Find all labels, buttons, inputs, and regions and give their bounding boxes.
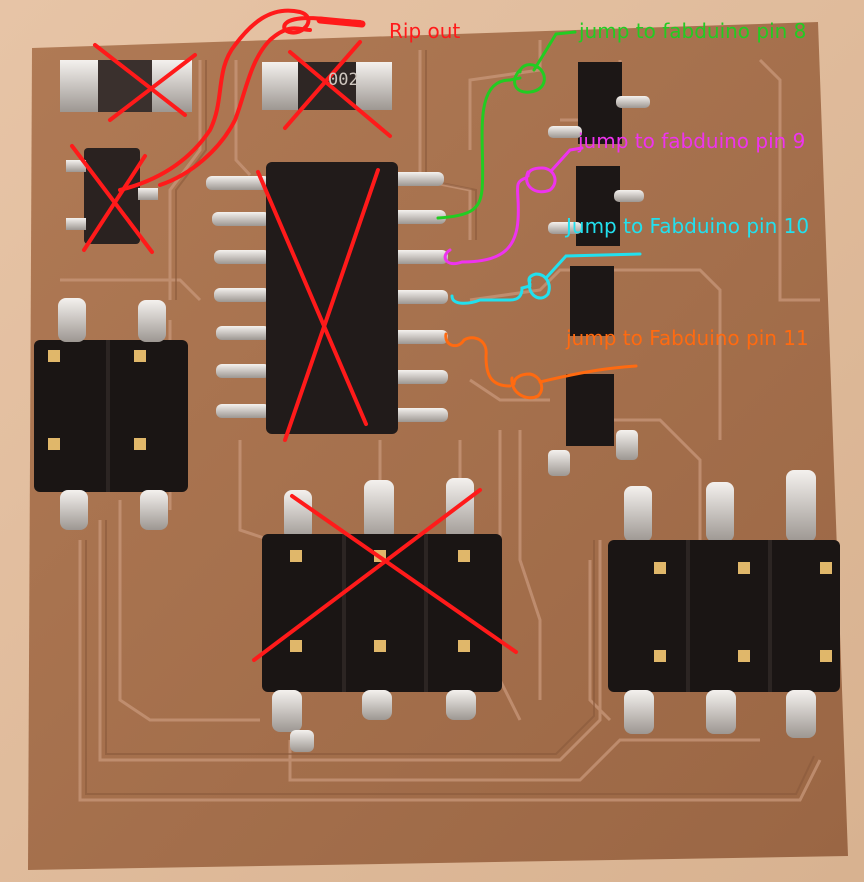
pin11-jumper-line	[444, 332, 638, 400]
rip-out-marks	[70, 8, 518, 662]
header-bottom-right-2x3	[608, 470, 840, 738]
header-bottom-middle-2x3	[262, 478, 502, 752]
pin11-label: jump to Fabduino pin 11	[566, 326, 809, 350]
pin10-label: Jump to Fabduino pin 10	[566, 214, 810, 238]
right-pin-strip	[548, 62, 650, 476]
pin8-label: jump to fabduino pin 8	[579, 19, 807, 43]
rip-out-label: Rip out	[389, 19, 461, 43]
resistor-marking: 002	[328, 70, 359, 90]
pin10-jumper-line	[450, 252, 642, 305]
pin9-jumper-line	[443, 146, 584, 265]
resistor-top-middle	[262, 62, 392, 110]
header-left-2x2	[34, 298, 188, 530]
pin8-jumper-line	[436, 30, 577, 220]
pin9-label: jump to fabduino pin 9	[578, 129, 806, 153]
